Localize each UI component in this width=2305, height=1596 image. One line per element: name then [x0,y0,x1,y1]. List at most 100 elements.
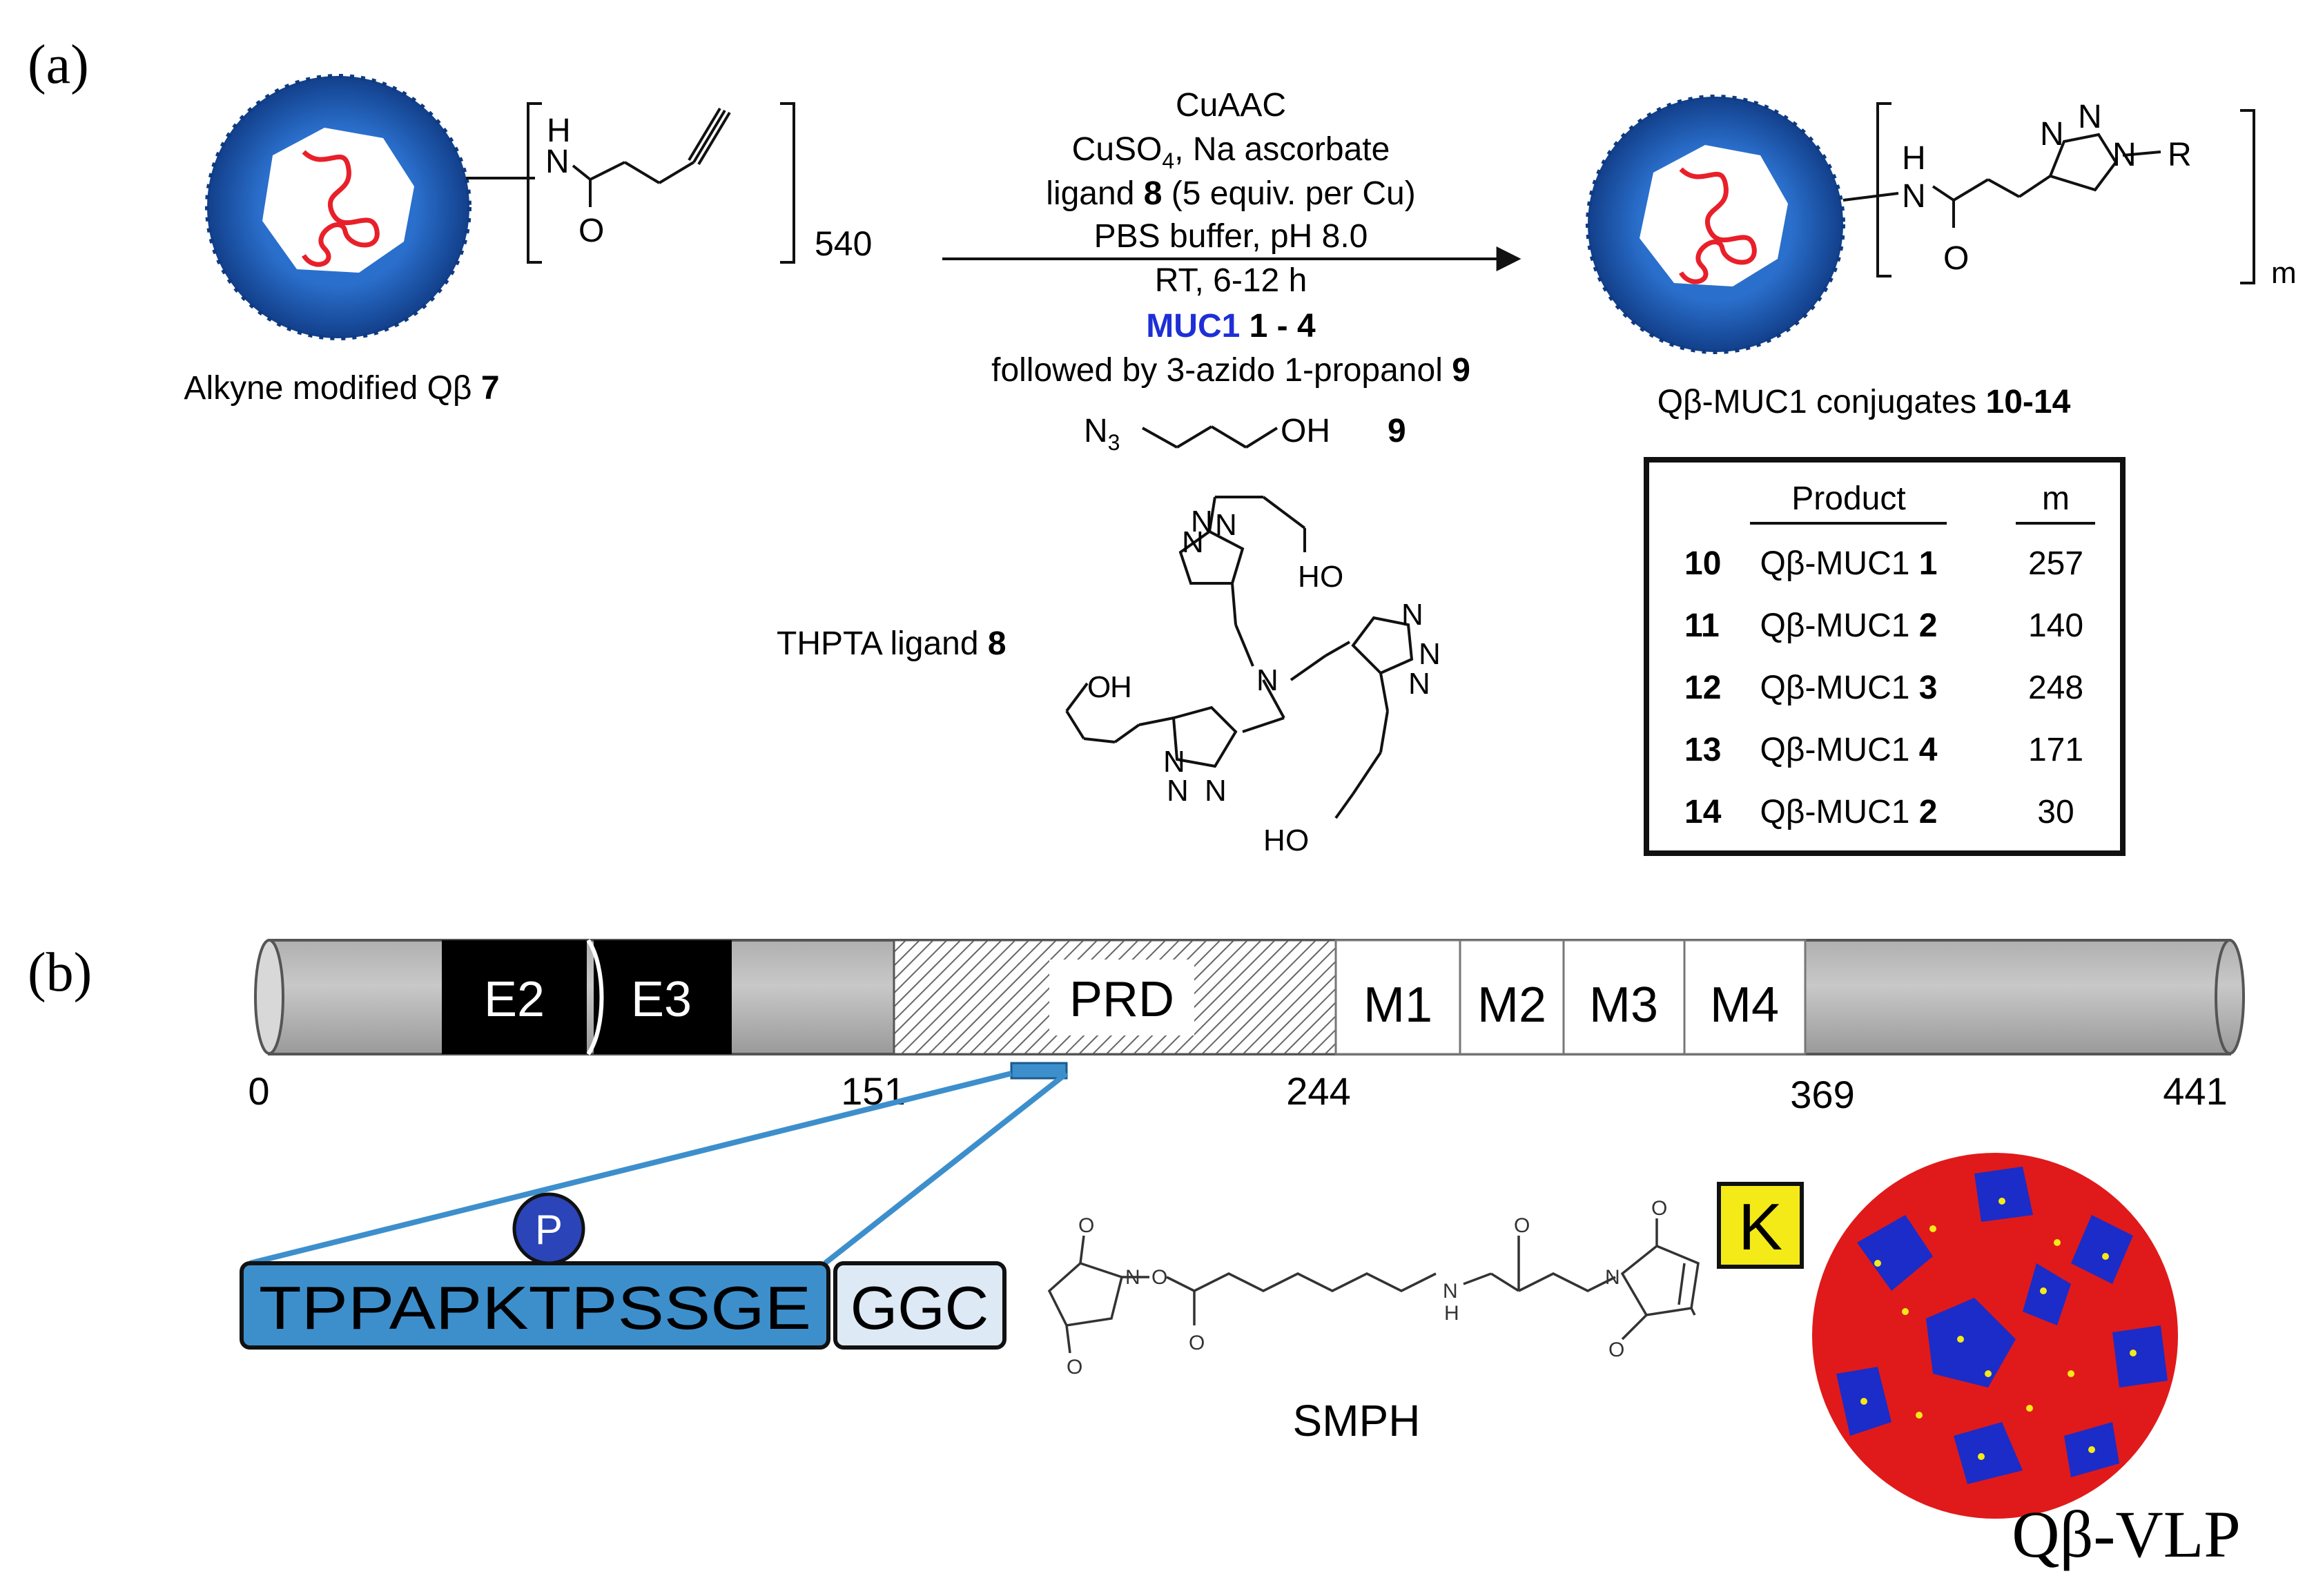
table-cell-id: 11 [1684,607,1720,644]
tick-label: 0 [248,1069,269,1113]
phospho-icon [512,1192,585,1265]
svg-text:H: H [1444,1302,1459,1325]
domain-prd-label: PRD [1069,972,1174,1027]
svg-text:O: O [1320,560,1343,594]
svg-text:N: N [1419,637,1441,671]
domain-e3 [594,940,732,1054]
domain-e3-label: E3 [631,972,692,1027]
table-cell-id: 13 [1684,732,1721,768]
tick-label: 441 [2163,1069,2227,1113]
svg-text:N: N [2112,137,2137,173]
table-cell-m: 171 [2028,732,2083,768]
reactant-atom-h: H [547,113,571,149]
svg-text:followed by 3-azido 1-propanol: followed by 3-azido 1-propanol 9 [991,352,1470,389]
svg-text:CuAAC: CuAAC [1176,87,1286,124]
triazole-atoms: N H O N N N [1902,99,2137,277]
azide-label: N3 [1084,413,1120,455]
table-cell-id: 14 [1684,794,1722,830]
azide-structure [1142,425,1278,449]
alkyne-capsid-icon [205,74,471,340]
svg-text:N: N [1408,667,1430,701]
lysine-label: K [1738,1190,1782,1264]
svg-text:N: N [1205,774,1227,808]
phospho-label: P [535,1207,563,1253]
residue-ticks: 0 151 244 369 441 [248,1069,2227,1116]
svg-text:N: N [1163,745,1185,779]
peptide-region-marker [1010,1062,1068,1080]
table-cell-product: Qβ-MUC1 2 [1760,607,1938,644]
domain-e2 [442,940,587,1054]
table-header-product: Product [1791,480,1905,517]
svg-text:MUC1 1 - 4: MUC1 1 - 4 [1146,308,1316,344]
table-cell-id: 12 [1684,670,1721,706]
reactant-atom-n: N [545,144,570,180]
svg-text:RT, 6-12 h: RT, 6-12 h [1155,262,1307,299]
svg-text:O: O [1189,1332,1205,1354]
domain-m4 [1683,939,1807,1055]
table-cell-product: Qβ-MUC1 1 [1760,545,1938,582]
panel-a-label: (a) [28,35,89,95]
svg-text:N: N [1902,178,1926,215]
reactant-atom-o: O [578,213,604,249]
domain-m3 [1562,939,1686,1055]
product-caption: Qβ-MUC1 conjugates 10-14 [1657,384,2071,420]
peptide-sequence: TPPAPKTPSSGE [259,1274,811,1342]
vlp-label: Qβ-VLP [2012,1497,2241,1571]
vlp-particle-icon [1812,1153,2178,1519]
domain-e2-label: E2 [484,972,545,1027]
svg-text:N: N [1191,505,1213,538]
product-r-group: R [2168,137,2192,173]
domain-m4-label: M4 [1710,977,1779,1033]
svg-text:N: N [1215,508,1237,542]
domain-m2 [1459,939,1565,1055]
svg-text:O: O [1285,824,1309,857]
table-cell-m: 257 [2028,545,2083,582]
lysine-box [1717,1182,1804,1269]
reactant-caption: Alkyne modified Qβ 7 [184,370,499,407]
svg-text:O: O [1151,1266,1167,1289]
ligand-label: THPTA ligand 8 [777,625,1006,662]
smph-atoms: O N O O O N H O N O O [1067,1197,1667,1379]
svg-text:N: N [1605,1266,1620,1289]
domain-m1 [1334,939,1461,1055]
svg-text:N: N [1401,598,1423,632]
svg-text:ligand 8 (5 equiv. per Cu): ligand 8 (5 equiv. per Cu) [1046,175,1415,212]
svg-text:O: O [1943,240,1969,277]
svg-text:N: N [1167,774,1189,808]
svg-text:N: N [2078,99,2102,135]
svg-text:H: H [1263,824,1285,857]
callout-line-right [823,1071,1069,1266]
linker-box [833,1261,1006,1350]
alkyne-linker-structure [466,102,795,264]
svg-text:O: O [1651,1197,1667,1220]
domain-m2-label: M2 [1477,977,1546,1033]
svg-text:H: H [1902,140,1926,177]
svg-text:N: N [1182,525,1204,559]
smph-label: SMPH [1293,1396,1421,1446]
table-cell-product: Qβ-MUC1 2 [1760,794,1938,830]
table-cell-product: Qβ-MUC1 3 [1760,670,1938,706]
domain-m3-label: M3 [1589,977,1658,1033]
callout-line-left [249,1071,1012,1266]
tick-label: 369 [1790,1073,1854,1116]
svg-text:O: O [1078,1214,1094,1237]
linker-sequence: GGC [850,1274,989,1342]
svg-text:CuSO4, Na ascorbate: CuSO4, Na ascorbate [1072,131,1390,173]
svg-text:N: N [1256,663,1278,697]
reactant-repeat-count: 540 [815,224,872,263]
product-m-subscript: m [2271,256,2297,290]
svg-text:O: O [1067,1356,1082,1379]
thpta-atoms: N N N H O N N N N O H N N N H O [1087,505,1441,857]
triazole-linker-structure [1842,102,2255,284]
table-cell-m: 248 [2028,670,2083,706]
svg-text:O: O [1608,1339,1624,1361]
svg-text:O: O [1514,1214,1530,1237]
azide-number: 9 [1388,413,1406,449]
svg-text:H: H [1110,670,1132,704]
table-header-m: m [2042,480,2070,517]
peptide-box [240,1261,830,1350]
table-cell-id: 10 [1684,545,1721,582]
